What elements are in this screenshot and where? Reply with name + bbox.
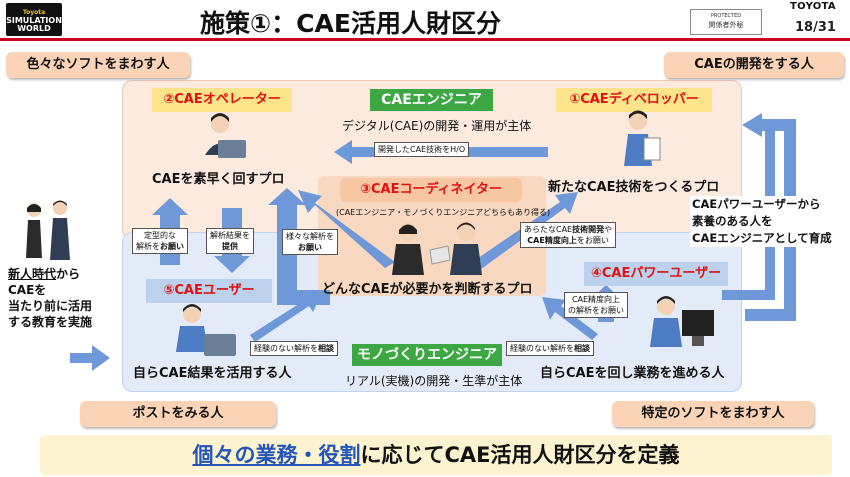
note-various-2: お願い	[298, 243, 322, 252]
banner-highlight: 個々の業務・役割	[192, 443, 361, 467]
note-fixed-request: 定型的な 解析をお願い	[132, 228, 188, 254]
note-consult-left-1: 経験のない解析を	[254, 344, 318, 353]
corner-bottom-right: 特定のソフトをまわす人	[612, 401, 814, 427]
left-side-text: 新人時代から CAEを 当たり前に活用 する教育を実施	[8, 266, 92, 330]
operator-desc: CAEを素早く回すプロ	[152, 172, 285, 187]
developer-tag: ①CAEディベロッパー	[556, 88, 712, 112]
developer-desc: 新たなCAE技術をつくるプロ	[548, 180, 720, 195]
developer-figure-icon	[624, 110, 661, 166]
note-fixed-2: 解析を	[136, 242, 160, 251]
power-user-desc: 自らCAEを回し業務を進める人	[540, 366, 725, 381]
left-line-1b: から	[56, 267, 81, 281]
note-result-1: 解析結果を	[210, 231, 250, 240]
note-result-2: 提供	[222, 242, 238, 251]
logo-line-1: Toyota	[22, 9, 46, 16]
operator-tag: ②CAEオペレーター	[152, 88, 292, 112]
note-fixed-1: 定型的な	[144, 231, 176, 240]
power-user-figure-icon	[650, 296, 714, 347]
note-dev-2: 技術開発	[572, 225, 605, 234]
header-rule	[0, 38, 850, 41]
brand-label: TOYOTA	[790, 1, 836, 12]
cae-engineer-tag: CAEエンジニア	[370, 89, 493, 111]
operator-figure-icon	[205, 113, 246, 158]
note-dev-request: あらたなCAE技術開発や CAE精度向上をお願い	[520, 222, 617, 248]
arrow-left-entry	[70, 345, 110, 371]
corner-bottom-left: ポストをみる人	[80, 401, 276, 427]
right-line-3: CAEエンジニアとして育成	[692, 231, 832, 245]
logo-line-3: WORLD	[17, 24, 51, 33]
coordinator-sub: (CAEエンジニア・モノづくりエンジニアどちらもあり得る)	[336, 208, 551, 217]
note-dev-1: あらたなCAE	[524, 225, 573, 234]
right-side-text: CAEパワーユーザーから 素養のある人を CAEエンジニアとして育成	[690, 196, 834, 247]
simulation-world-logo: Toyota SIMULATION WORLD	[6, 3, 62, 36]
right-line-1: CAEパワーユーザーから	[692, 197, 821, 211]
user-tag: ⑤CAEユーザー	[146, 279, 272, 303]
arrow-various-request	[268, 188, 330, 305]
coordinator-tag: ③CAEコーディネイター	[340, 178, 522, 202]
note-consult-right-2: 相談	[574, 344, 590, 353]
note-acc-2: の解析をお願い	[568, 306, 624, 315]
coordinator-desc: どんなCAEが必要かを判断するプロ	[322, 282, 533, 297]
banner-text: 個々の業務・役割に応じてCAE活用人財区分を定義	[40, 435, 832, 475]
corner-top-right: CAEの開発をする人	[664, 52, 844, 78]
note-consult-left-2: 相談	[318, 344, 334, 353]
protected-sub: 関係者外秘	[708, 21, 744, 29]
user-figure-icon	[176, 304, 236, 356]
left-line-3: 当たり前に活用	[8, 299, 93, 313]
arrow-user-consult	[250, 292, 322, 342]
user-desc: 自らCAE結果を活用する人	[133, 366, 292, 381]
new-employees-icon	[26, 200, 70, 260]
banner-rest: に応じてCAE活用人財区分を定義	[360, 443, 680, 467]
power-user-tag: ④CAEパワーユーザー	[584, 262, 728, 286]
conclusion-banner: 個々の業務・役割に応じてCAE活用人財区分を定義	[40, 435, 832, 475]
logo-line-2: SIMULATION	[6, 16, 62, 25]
protected-stamp: PROTECTED 関係者外秘	[690, 9, 762, 35]
note-various-1: 様々な解析を	[286, 232, 334, 241]
note-accuracy-request: CAE精度向上 の解析をお願い	[564, 292, 628, 318]
protected-label: PROTECTED	[710, 13, 742, 19]
mono-engineer-desc: リアル(実機)の開発・生準が主体	[345, 374, 523, 388]
note-fixed-3: お願い	[160, 242, 184, 251]
note-consult-right: 経験のない解析を相談	[506, 341, 594, 356]
coordinator-figures-icon	[392, 222, 482, 275]
page-title: 施策①：CAE活用人財区分	[200, 9, 501, 38]
mono-engineer-tag: モノづくりエンジニア	[352, 344, 502, 366]
note-dev-4: CAE精度向上	[527, 236, 577, 245]
arrow-power-consult	[542, 297, 598, 340]
right-line-2: 素養のある人を	[692, 214, 773, 228]
left-line-4: する教育を実施	[8, 315, 93, 329]
right-loop-head	[742, 113, 762, 137]
corner-top-left: 色々なソフトをまわす人	[6, 52, 190, 78]
note-result-provide: 解析結果を 提供	[206, 228, 254, 254]
note-dev-3: や	[604, 225, 613, 234]
page-number: 18/31	[795, 20, 836, 35]
note-acc-1: CAE精度向上	[571, 295, 621, 304]
note-consult-left: 経験のない解析を相談	[250, 341, 338, 356]
note-dev-5: をお願い	[576, 236, 609, 245]
cae-engineer-desc: デジタル(CAE)の開発・運用が主体	[342, 119, 532, 133]
left-line-1: 新人時代	[8, 267, 57, 281]
note-consult-right-1: 経験のない解析を	[510, 344, 574, 353]
arrow-coord-to-operator	[298, 190, 395, 268]
note-various-request: 様々な解析を お願い	[282, 229, 338, 255]
note-tech-handover: 開発したCAE技術をH/O	[374, 142, 470, 157]
left-line-2: CAEを	[8, 283, 47, 297]
arrow-right-loop-top	[722, 115, 775, 300]
